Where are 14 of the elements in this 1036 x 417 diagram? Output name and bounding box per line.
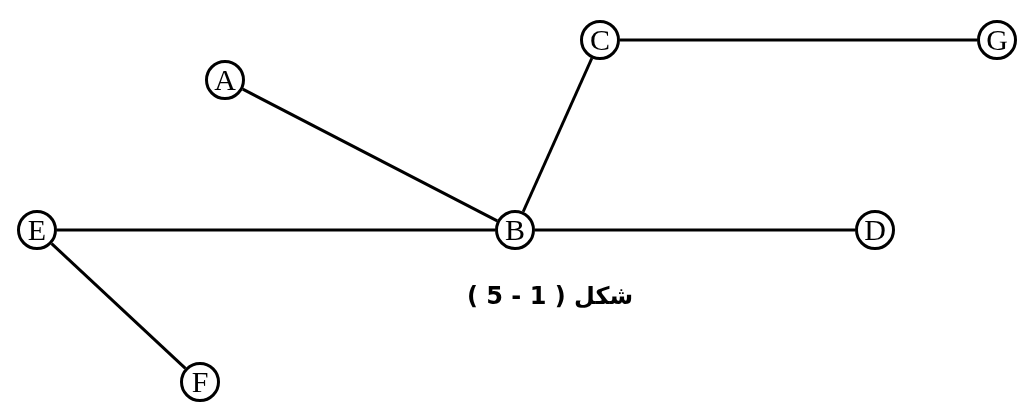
- node-circle: A: [205, 60, 245, 100]
- connector-line: [521, 57, 594, 213]
- node-circle: C: [580, 20, 620, 60]
- connector-line: [50, 242, 187, 370]
- figure-caption: شكل ( 1 - 5 ): [465, 282, 635, 310]
- connector-line: [242, 87, 498, 223]
- node-circle: D: [855, 210, 895, 250]
- connector-line: [620, 38, 977, 42]
- node-circle: E: [17, 210, 57, 250]
- node-circle: G: [977, 20, 1017, 60]
- connector-line: [535, 228, 855, 232]
- node-circle: F: [180, 362, 220, 402]
- node-circle: B: [495, 210, 535, 250]
- connector-line: [57, 228, 495, 232]
